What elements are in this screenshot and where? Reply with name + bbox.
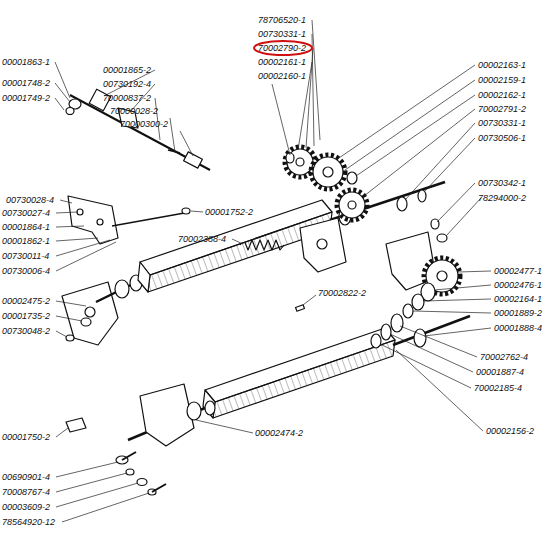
part-number: 00730506-1: [478, 133, 526, 144]
part-number: 00002162-1: [478, 90, 526, 101]
part-number: 70002388-4: [178, 234, 226, 245]
part-number: 70008767-4: [2, 487, 50, 498]
part-number: 00002160-1: [258, 71, 306, 82]
part-number: 70002790-2: [258, 43, 306, 54]
part-number: 00001752-2: [205, 207, 253, 218]
part-number: 00690901-4: [2, 472, 50, 483]
part-number: 70002185-4: [474, 383, 522, 394]
part-number: 00002164-1: [494, 294, 542, 305]
part-number: 70002822-2: [318, 288, 366, 299]
part-number: 78294000-2: [478, 193, 526, 204]
part-number: 00001749-2: [2, 93, 50, 104]
part-number: 70000028-2: [110, 106, 158, 117]
part-number: 00003609-2: [2, 502, 50, 513]
part-number: 00002477-1: [494, 266, 542, 277]
part-number: 00001887-4: [476, 367, 524, 378]
part-number: 00001863-1: [2, 57, 50, 68]
part-number: 00001735-2: [2, 311, 50, 322]
part-number: 00730331-1: [478, 118, 526, 129]
highlight-ring: [254, 41, 312, 55]
part-number: 00001862-1: [2, 236, 50, 247]
part-number: 78564920-12: [2, 517, 55, 528]
part-number: 00002161-1: [258, 57, 306, 68]
part-number: 00730006-4: [2, 266, 50, 277]
part-number: 00001750-2: [2, 432, 50, 443]
part-number: 70000300-2: [120, 119, 168, 130]
part-number: 00001748-2: [2, 78, 50, 89]
part-number: 00002476-1: [494, 280, 542, 291]
part-number: 00001864-1: [2, 222, 50, 233]
part-number: 70002791-2: [478, 104, 526, 115]
part-number: 00730192-4: [103, 79, 151, 90]
part-number: 00002474-2: [255, 428, 303, 439]
part-number: 00730331-1: [258, 29, 306, 40]
part-number: 00730027-4: [2, 208, 50, 219]
part-number: 70002762-4: [480, 352, 528, 363]
part-number: 00730048-2: [2, 326, 50, 337]
part-number: 00730028-4: [6, 195, 54, 206]
part-number: 00002475-2: [2, 296, 50, 307]
part-number: 00002156-2: [486, 426, 534, 437]
part-number: 00001889-2: [494, 308, 542, 319]
part-number: 00730011-4: [2, 251, 49, 262]
part-number: 00001888-4: [494, 323, 542, 334]
part-number: 00002163-1: [478, 60, 526, 71]
part-number: 00730342-1: [478, 178, 526, 189]
part-number: 00001865-2: [103, 65, 151, 76]
part-number: 00002159-1: [478, 75, 526, 86]
part-number: 78706520-1: [258, 15, 306, 26]
part-number: 70000837-2: [103, 93, 151, 104]
